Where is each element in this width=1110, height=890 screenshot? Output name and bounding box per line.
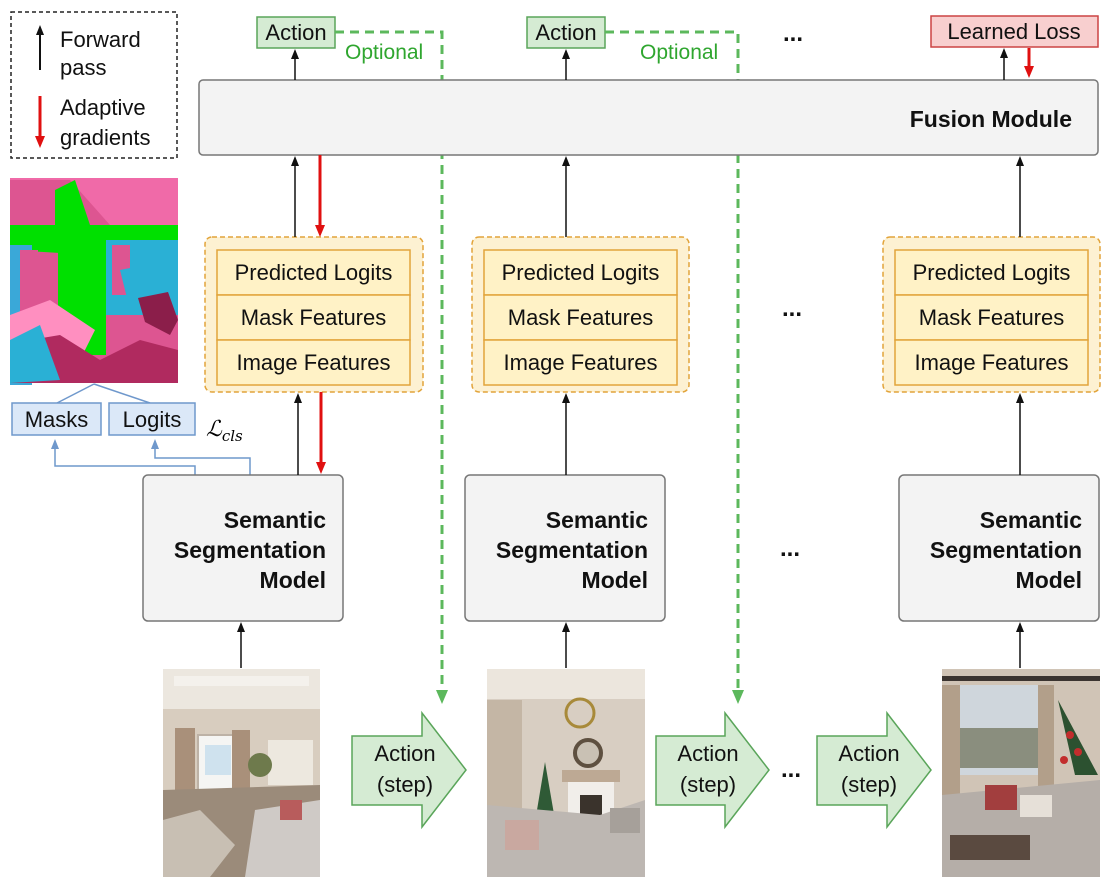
learned-loss-box <box>930 15 1099 48</box>
feature-group-1: Predicted Logits Mask Features Image Fea… <box>204 236 424 393</box>
step-label-2-line2: (step) <box>680 772 736 797</box>
step-arrow-3: Action (step) <box>816 710 932 830</box>
step-arrow-2: Action (step) <box>655 710 770 830</box>
mask-features-label-1: Mask Features <box>241 305 387 330</box>
optional-label-1: Optional <box>345 41 423 64</box>
optional-label-2: Optional <box>640 41 718 64</box>
fusion-module-label: Fusion Module <box>910 106 1072 132</box>
fusion-module-box <box>198 79 1099 156</box>
ellipsis-features: ... <box>782 295 802 322</box>
seg-to-masks-arrow <box>51 439 196 475</box>
action-box-1 <box>256 16 336 49</box>
legend: Forward pass Adaptive gradients <box>10 11 178 159</box>
ellipsis-models: ... <box>780 535 800 562</box>
classification-loss-symbol: ℒcls <box>206 417 243 445</box>
step-arrow-1: Action (step) <box>351 710 467 830</box>
image-features-box-2 <box>483 339 678 386</box>
predicted-logits-box-2 <box>483 249 678 296</box>
feature-group-2: Predicted Logits Mask Features Image Fea… <box>471 236 690 393</box>
predicted-logits-label-2: Predicted Logits <box>502 260 660 285</box>
step-label-1-line2: (step) <box>377 772 433 797</box>
seg-model-2-line2: Segmentation <box>496 537 648 563</box>
seg-model-1-line2: Segmentation <box>174 537 326 563</box>
seg-model-3-line3: Model <box>1016 567 1082 593</box>
seg-to-logits-arrow <box>151 439 251 475</box>
mask-features-box-3 <box>894 294 1089 341</box>
legend-adaptive-line1: Adaptive <box>60 95 146 120</box>
predicted-logits-label-1: Predicted Logits <box>235 260 393 285</box>
segmentation-model-2: Semantic Segmentation Model <box>464 474 666 622</box>
optional-dashed-arrow-1 <box>335 30 448 704</box>
step-label-3-line2: (step) <box>841 772 897 797</box>
seg-model-3-line2: Segmentation <box>930 537 1082 563</box>
mask-to-logits-connector <box>93 383 151 404</box>
masks-box <box>11 402 102 436</box>
legend-forward-line1: Forward <box>60 27 141 52</box>
room-photo-1 <box>163 669 320 877</box>
logits-box <box>108 402 196 436</box>
predicted-logits-label-3: Predicted Logits <box>913 260 1071 285</box>
image-features-label-2: Image Features <box>503 350 657 375</box>
step-label-3-line1: Action <box>838 741 899 766</box>
segmentation-model-1: Semantic Segmentation Model <box>142 474 344 622</box>
mask-to-masks-connector <box>56 383 95 404</box>
seg-model-1-line1: Semantic <box>224 507 326 533</box>
logits-label: Logits <box>123 407 182 432</box>
action-label-2: Action <box>535 20 596 45</box>
seg-model-3-line1: Semantic <box>980 507 1082 533</box>
masks-label: Masks <box>25 407 89 432</box>
mask-features-label-2: Mask Features <box>508 305 654 330</box>
ellipsis-top: ... <box>783 20 803 47</box>
step-label-2-line1: Action <box>677 741 738 766</box>
seg-model-2-line3: Model <box>582 567 648 593</box>
mask-features-box-2 <box>483 294 678 341</box>
optional-dashed-arrow-2 <box>605 30 744 704</box>
step-label-1-line1: Action <box>374 741 435 766</box>
seg-model-1-line3: Model <box>260 567 326 593</box>
legend-forward-line2: pass <box>60 55 106 80</box>
mask-features-box-1 <box>216 294 411 341</box>
legend-adaptive-line2: gradients <box>60 125 151 150</box>
learned-loss-label: Learned Loss <box>947 19 1080 44</box>
image-features-box-3 <box>894 339 1089 386</box>
seg-model-2-line1: Semantic <box>546 507 648 533</box>
predicted-logits-box-1 <box>216 249 411 296</box>
image-features-label-1: Image Features <box>236 350 390 375</box>
action-label-1: Action <box>265 20 326 45</box>
image-features-box-1 <box>216 339 411 386</box>
feature-group-3: Predicted Logits Mask Features Image Fea… <box>882 236 1101 393</box>
segmentation-model-3: Semantic Segmentation Model <box>898 474 1100 622</box>
mask-features-label-3: Mask Features <box>919 305 1065 330</box>
room-photo-2 <box>487 669 645 877</box>
room-photo-3 <box>942 669 1100 877</box>
predicted-logits-box-3 <box>894 249 1089 296</box>
ellipsis-steps: ... <box>781 756 801 783</box>
image-features-label-3: Image Features <box>914 350 1068 375</box>
segmentation-mask-image <box>10 178 178 385</box>
